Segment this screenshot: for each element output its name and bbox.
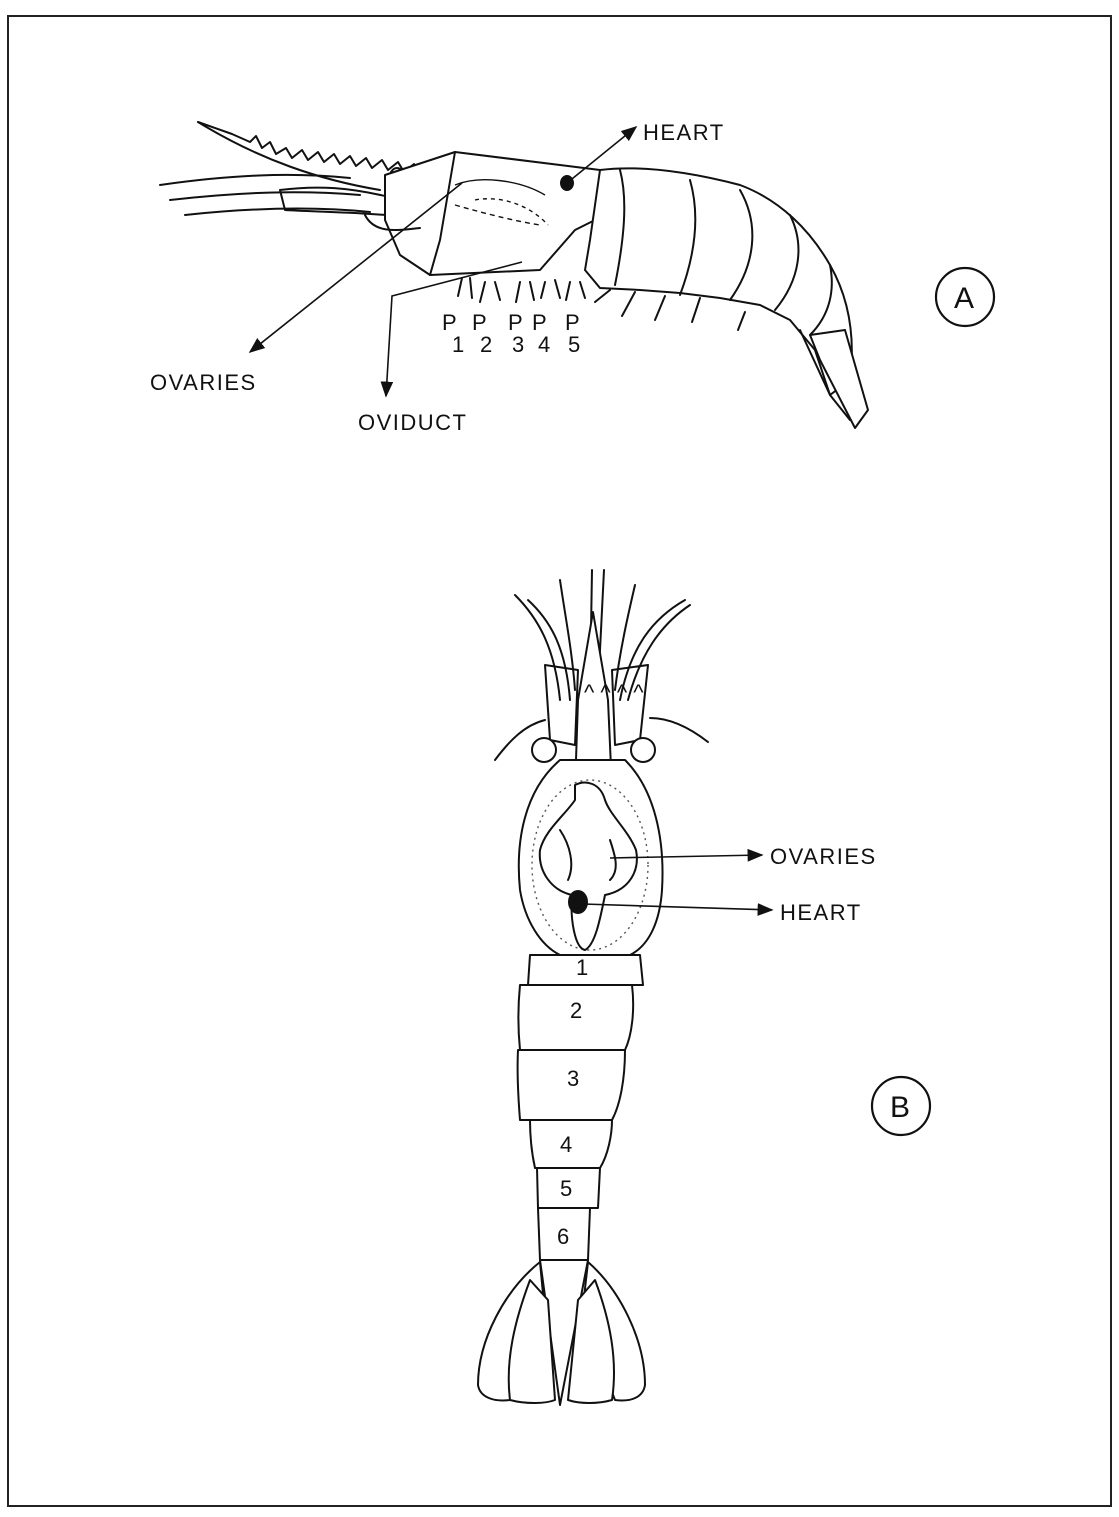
segment-number: 6 xyxy=(557,1224,569,1249)
figure-a-letter: A xyxy=(954,282,974,315)
segment-number: 3 xyxy=(567,1066,579,1091)
heart xyxy=(568,890,588,914)
segment-number: 5 xyxy=(560,1176,572,1201)
pereiopod-label-bottom: 4 xyxy=(538,332,550,357)
segment-number: 4 xyxy=(560,1132,572,1157)
segment-number: 2 xyxy=(570,998,582,1023)
heart-label: HEART xyxy=(643,120,725,145)
pereiopods xyxy=(458,278,585,302)
telson xyxy=(810,330,868,428)
ovaries-label: OVARIES xyxy=(770,844,877,869)
eye xyxy=(532,738,556,762)
figure-a-lateral-view: HEART OVARIES OVIDUCT P 1 P 2 P 3 P 4 P … xyxy=(150,120,994,435)
pereiopod-label-bottom: 5 xyxy=(568,332,580,357)
pereiopod-label-bottom: 3 xyxy=(512,332,524,357)
heart-label: HEART xyxy=(780,900,862,925)
svg-text:^ ^ ^ ^: ^ ^ ^ ^ xyxy=(584,680,644,705)
carapace xyxy=(385,152,605,275)
pereiopod-label-bottom: 1 xyxy=(452,332,464,357)
figure-b-letter: B xyxy=(890,1091,910,1124)
eye xyxy=(631,738,655,762)
figure-b-dorsal-view: ^ ^ ^ ^ 1 2 3 4 5 6 OVARIES xyxy=(478,570,930,1405)
oviduct-label: OVIDUCT xyxy=(358,410,468,435)
segment-number: 1 xyxy=(576,955,588,980)
pereiopod-label-bottom: 2 xyxy=(480,332,492,357)
ovaries-label: OVARIES xyxy=(150,370,257,395)
